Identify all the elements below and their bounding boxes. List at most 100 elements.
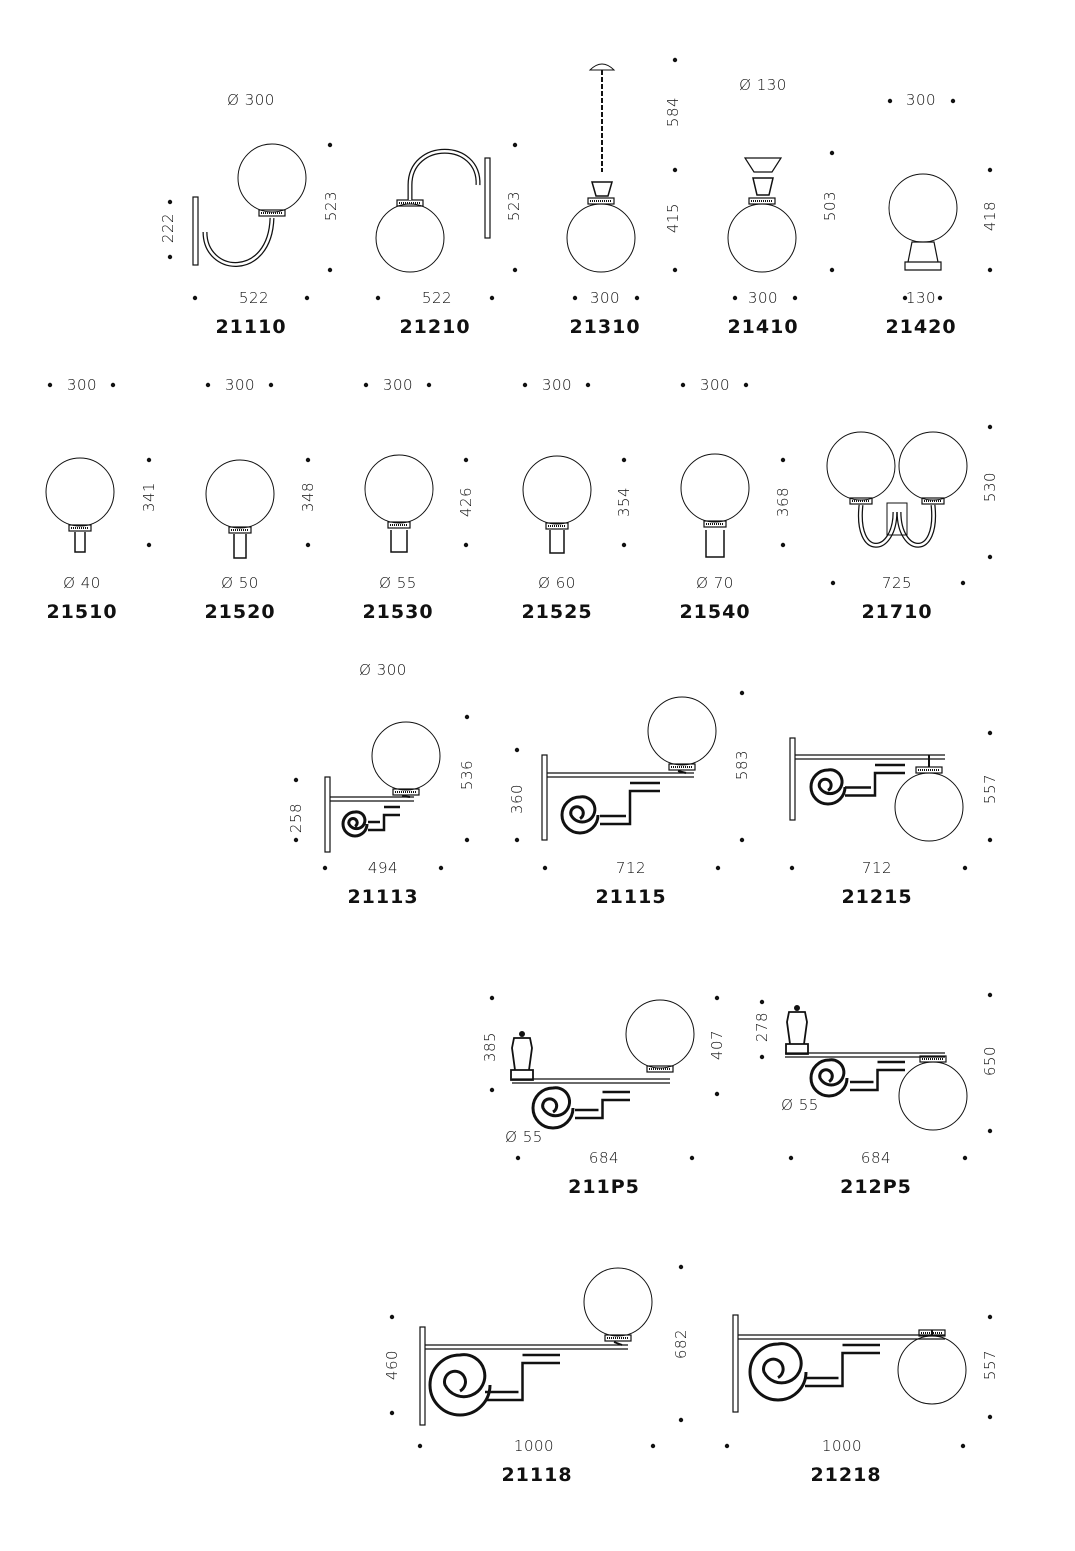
dimension-dot (293, 777, 299, 783)
post-top-spigot (233, 534, 247, 559)
dimension-dot (489, 1087, 495, 1093)
width-label: 494 (367, 859, 399, 877)
product-code: 21420 (885, 316, 957, 338)
dimension-dot (987, 554, 993, 560)
dimension-dot (759, 1054, 765, 1060)
pendant-holder (591, 181, 613, 197)
width-label: 300 (382, 376, 414, 394)
post-top-spigot (390, 530, 408, 553)
height-label: 341 (140, 481, 158, 513)
ladder-brace (600, 781, 660, 826)
dimension-dot (167, 199, 173, 205)
stem (613, 1341, 623, 1346)
width-label: 300 (747, 289, 779, 307)
dimension-dot (987, 837, 993, 843)
product-code: 21310 (569, 316, 641, 338)
horizontal-arm (425, 1344, 628, 1350)
lantern-finial (510, 1037, 534, 1081)
mount-diameter-label: Ø 50 (221, 574, 259, 592)
product-code: 21710 (861, 601, 933, 623)
globe-fitter (258, 209, 286, 217)
horizontal-arm (512, 1078, 670, 1084)
dimension-dot (522, 382, 528, 388)
dimension-dot (960, 1443, 966, 1449)
dimension-dot (789, 865, 795, 871)
globe-fitter (228, 526, 252, 534)
dimension-dot (829, 267, 835, 273)
product-code: 21215 (841, 886, 913, 908)
dimension-dot (322, 865, 328, 871)
dimension-dot (205, 382, 211, 388)
ladder-brace (368, 805, 400, 832)
product-code: 21510 (46, 601, 118, 623)
dimension-dot (680, 382, 686, 388)
product-code: 21115 (595, 886, 667, 908)
ladder-brace (805, 1343, 880, 1388)
height-label: 523 (505, 190, 523, 222)
dimension-dot (146, 542, 152, 548)
product-code: 21113 (347, 886, 419, 908)
height-label: 682 (672, 1328, 690, 1360)
product-code: 21218 (810, 1464, 882, 1486)
dimension-dot (987, 730, 993, 736)
globe-fitter (392, 788, 420, 796)
product-code: 21540 (679, 601, 751, 623)
mount-diameter-label: Ø 60 (538, 574, 576, 592)
dimension-dot (714, 1091, 720, 1097)
horizontal-arm (785, 1052, 945, 1058)
product-code: 21110 (215, 316, 287, 338)
diameter-label: Ø 130 (739, 76, 787, 94)
dimension-dot (962, 1155, 968, 1161)
product-code: 211P5 (568, 1176, 640, 1198)
glass-globe (894, 772, 964, 842)
dimension-dot (672, 57, 678, 63)
dimension-dot (167, 254, 173, 260)
wall-plate (886, 502, 908, 536)
dimension-dot (987, 1414, 993, 1420)
finial-knob (794, 1005, 800, 1011)
height-label: 407 (708, 1029, 726, 1061)
dimension-dot (739, 690, 745, 696)
diameter-label: Ø 300 (227, 91, 275, 109)
height-label: 418 (981, 200, 999, 232)
globe-fitter (545, 522, 569, 530)
globe-fitter (919, 1055, 947, 1063)
dimension-dot (987, 267, 993, 273)
horizontal-arm (330, 796, 414, 802)
arm-height-label: 222 (159, 212, 177, 244)
glass-globe (566, 203, 636, 273)
stem (401, 795, 411, 798)
mount-diameter-label: Ø 40 (63, 574, 101, 592)
dimension-dot (463, 542, 469, 548)
dimension-dot (788, 1155, 794, 1161)
globe-fitter (604, 1334, 632, 1342)
horizontal-arm (547, 772, 694, 778)
dimension-dot (987, 1128, 993, 1134)
dimension-dot (489, 995, 495, 1001)
dimension-dot (146, 457, 152, 463)
dimension-dot (792, 295, 798, 301)
mount-diameter-label: Ø 55 (379, 574, 417, 592)
globe-fitter (387, 521, 411, 529)
height-label: 368 (774, 486, 792, 518)
wall-plate (541, 754, 548, 841)
arm-height-label: 258 (287, 802, 305, 834)
mount-diameter-label: Ø 55 (781, 1096, 819, 1114)
curved-arm-hollow (203, 217, 274, 266)
dimension-dot (689, 1155, 695, 1161)
dimension-dot (714, 995, 720, 1001)
dimension-dot (47, 382, 53, 388)
dimension-dot (739, 837, 745, 843)
dimension-dot (438, 865, 444, 871)
dimension-dot (937, 295, 943, 301)
width-label: 300 (66, 376, 98, 394)
scroll-bracket (748, 1342, 808, 1402)
product-code: 21530 (362, 601, 434, 623)
glass-globe (680, 453, 750, 523)
dimension-dot (650, 1443, 656, 1449)
table-base (904, 241, 942, 271)
glass-globe (205, 459, 275, 529)
product-code: 212P5 (840, 1176, 912, 1198)
dimension-dot (987, 992, 993, 998)
base-width-label: 130 (905, 289, 937, 307)
